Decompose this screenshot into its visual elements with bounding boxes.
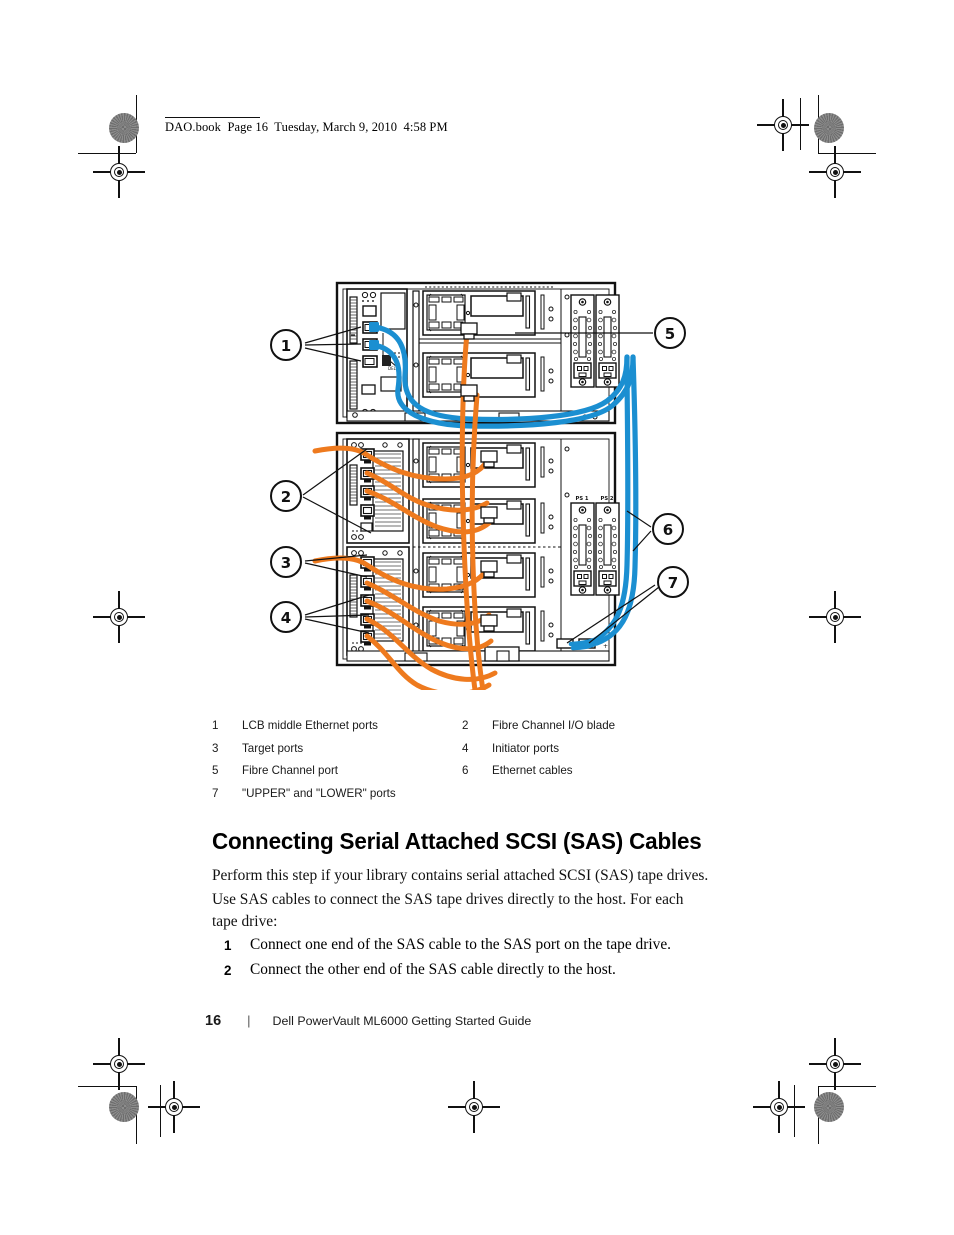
psu-label-2: PS 2	[601, 496, 614, 502]
footer-separator: |	[247, 1013, 251, 1028]
figure-library-cabling: DELL	[255, 265, 705, 690]
svg-text:5: 5	[665, 325, 675, 343]
svg-text:2: 2	[281, 488, 291, 506]
svg-text:7: 7	[668, 574, 678, 592]
legend-label: Initiator ports	[492, 741, 560, 755]
legend-label: "UPPER" and "LOWER" ports	[242, 786, 396, 800]
crop-mark-top-right	[818, 153, 876, 155]
callout-3: 3	[270, 546, 302, 578]
legend-item: 6 Ethernet cables	[462, 764, 712, 777]
legend-number: 3	[212, 741, 219, 755]
tape-drive-bay-top-1	[422, 290, 536, 336]
power-supply-exp-2	[595, 502, 620, 596]
legend-number: 7	[212, 786, 219, 800]
legend-item: 5 Fibre Channel port	[212, 764, 462, 777]
page-footer: 16 | Dell PowerVault ML6000 Getting Star…	[205, 1013, 531, 1029]
legend-label: Fibre Channel port	[242, 764, 339, 777]
legend-label: Fibre Channel I/O blade	[492, 719, 616, 732]
color-blob-top-left	[109, 113, 139, 143]
crop-line-bottom-left-inner	[160, 1085, 162, 1137]
ethernet-cables	[372, 324, 636, 429]
callout-6: 6	[652, 513, 684, 545]
ethernet-cable-runs	[592, 354, 639, 646]
legend-item: 2 Fibre Channel I/O blade	[462, 719, 712, 732]
color-blob-bottom-left	[109, 1092, 139, 1122]
section-heading: Connecting Serial Attached SCSI (SAS) Ca…	[212, 828, 702, 854]
crop-line-bottom-right-inner	[794, 1085, 796, 1137]
callout-7: 7	[657, 566, 689, 598]
svg-text:3: 3	[281, 554, 291, 572]
legend-row: 3 Target ports 4 Initiator ports	[212, 742, 712, 755]
ethernet-plug-heads	[369, 322, 379, 350]
callout-leader-lines	[302, 326, 660, 644]
numbered-steps: 1 Connect one end of the SAS cable to th…	[224, 933, 724, 983]
legend-number: 4	[462, 741, 469, 755]
fc-drive-connectors	[460, 322, 498, 632]
step-text: Connect the other end of the SAS cable d…	[250, 961, 616, 978]
legend-item: 7 "UPPER" and "LOWER" ports	[212, 787, 462, 800]
tape-drive-bay-top-2	[422, 352, 536, 398]
svg-text:6: 6	[663, 521, 673, 539]
legend-item: 1 LCB middle Ethernet ports	[212, 719, 462, 732]
legend-number: 1	[212, 719, 219, 732]
callout-markers: 1 2 3 4 5 6 7	[270, 317, 689, 633]
power-supply-top-1	[570, 294, 595, 388]
color-blob-top-right	[814, 113, 844, 143]
legend-item-empty	[462, 787, 712, 800]
running-head-rule	[165, 117, 260, 119]
fibre-channel-cables	[312, 330, 498, 690]
crop-line-top-right-inner	[800, 98, 802, 150]
svg-text:DELL: DELL	[388, 366, 399, 371]
step-number: 1	[224, 938, 232, 953]
legend-number: 5	[212, 764, 219, 777]
callout-1: 1	[270, 329, 302, 361]
crop-mark-bottom-left	[78, 1086, 136, 1088]
callout-4: 4	[270, 601, 302, 633]
crop-mark-top-left	[78, 153, 136, 155]
legend-item: 4 Initiator ports	[462, 742, 712, 755]
step-text: Connect one end of the SAS cable to the …	[250, 936, 672, 953]
legend-item: 3 Target ports	[212, 742, 462, 755]
footer-title: Dell PowerVault ML6000 Getting Started G…	[272, 1014, 532, 1028]
svg-text:+: +	[603, 643, 608, 650]
callout-2: 2	[270, 480, 302, 512]
step-item: 2 Connect the other end of the SAS cable…	[224, 958, 724, 983]
crop-mark-bottom-right	[818, 1086, 876, 1088]
svg-text:4: 4	[281, 609, 291, 627]
legend-label: Target ports	[242, 741, 304, 755]
legend-row: 7 "UPPER" and "LOWER" ports	[212, 787, 712, 800]
running-head: DAO.book Page 16 Tuesday, March 9, 2010 …	[165, 120, 448, 134]
legend-row: 1 LCB middle Ethernet ports 2 Fibre Chan…	[212, 719, 712, 732]
svg-text:1: 1	[281, 337, 291, 355]
step-item: 1 Connect one end of the SAS cable to th…	[224, 933, 724, 958]
footer-page-number: 16	[205, 1013, 222, 1029]
intro-paragraph: Perform this step if your library contai…	[212, 867, 709, 884]
power-supply-exp-1	[570, 502, 595, 596]
psu-label-1: PS 1	[576, 496, 589, 502]
legend-number: 2	[462, 719, 469, 732]
instructions-paragraph: Use SAS cables to connect the SAS tape d…	[212, 891, 684, 930]
legend-row: 5 Fibre Channel port 6 Ethernet cables	[212, 764, 712, 777]
color-blob-bottom-right	[814, 1092, 844, 1122]
legend-label: LCB middle Ethernet ports	[242, 719, 378, 732]
legend-number: 6	[462, 764, 469, 777]
step-number: 2	[224, 963, 232, 978]
legend-label: Ethernet cables	[492, 764, 573, 777]
callout-5: 5	[654, 317, 686, 349]
power-supply-top-2	[595, 294, 620, 388]
figure-legend: 1 LCB middle Ethernet ports 2 Fibre Chan…	[212, 719, 712, 809]
